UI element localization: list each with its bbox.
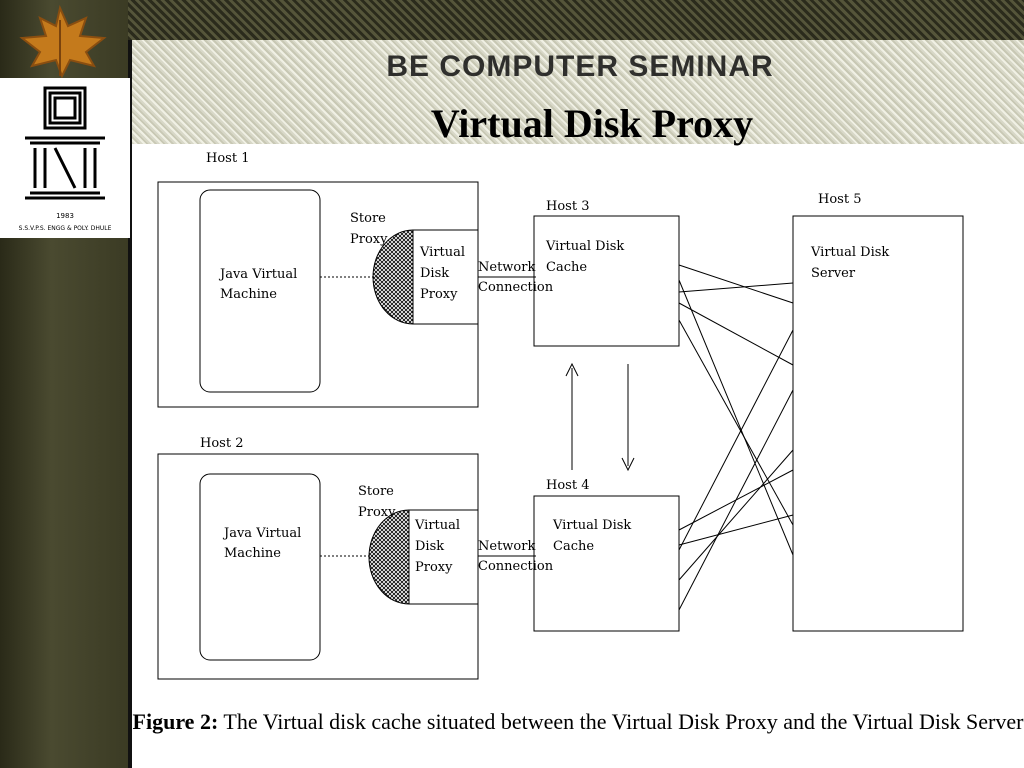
slide-title: Virtual Disk Proxy [430,101,754,146]
jvm-2-box [199,473,321,661]
store-proxy-2-shape [368,509,410,605]
host-4-label: Host 4 [546,478,589,493]
top-decorative-band [128,0,1024,40]
crossing-links [678,264,794,611]
network-1-line-1: Network [478,260,535,275]
figure-caption: Figure 2: The Virtual disk cache situate… [132,708,1024,736]
cache-2-line-2: Cache [553,539,594,554]
store-proxy-2-line-1: Store [358,484,394,499]
slide-canvas: BE COMPUTER SEMINAR Virtual Disk Proxy [128,40,1024,768]
arrow-down-head-icon [621,457,635,472]
logo-emblem: 1983 S.S.V.P.S. ENGG & POLY. DHULE [19,86,112,232]
network-1-line-2: Connection [478,280,554,295]
seminar-header: BE COMPUTER SEMINAR [386,50,774,83]
host-2-label: Host 2 [200,436,243,451]
host-1-label: Host 1 [206,151,249,166]
server-line-1: Virtual Disk [810,245,889,260]
cache-2-box [533,495,680,632]
vdp-1-line-2: Disk [420,266,449,281]
architecture-diagram: Host 1 Java Virtual Machine Store Proxy … [157,151,964,680]
jvm-2-line-1: Java Virtual [222,526,301,541]
cache-1-line-1: Virtual Disk [545,239,624,254]
store-proxy-1-line-2: Proxy [350,232,388,247]
host-3-label: Host 3 [546,199,589,214]
store-proxy-2-line-2: Proxy [358,505,396,520]
title-band [132,40,1024,144]
vdp-2-line-3: Proxy [415,560,453,575]
jvm-1-box [199,189,321,393]
store-proxy-1-shape [372,229,414,325]
figure-label: Figure 2: [132,709,219,734]
arrow-up-head-icon [565,362,579,377]
cache-2-line-1: Virtual Disk [552,518,631,533]
maple-leaf-icon [19,4,107,79]
vdp-2-box [408,509,479,605]
vdp-2-line-1: Virtual [414,518,460,533]
vdp-2-line-2: Disk [415,539,444,554]
server-line-2: Server [811,266,856,281]
caption-text: The Virtual disk cache situated between … [218,709,1024,734]
store-proxy-1-line-1: Store [350,211,386,226]
vdp-1-line-3: Proxy [420,287,458,302]
institution-logo: 1983 S.S.V.P.S. ENGG & POLY. DHULE [0,78,130,238]
vdp-1-line-1: Virtual [419,245,465,260]
server-box [792,215,964,632]
jvm-1-line-1: Java Virtual [218,267,297,282]
network-2-line-1: Network [478,539,535,554]
cache-1-box [533,215,680,347]
jvm-2-line-2: Machine [224,546,281,561]
jvm-1-line-2: Machine [220,287,277,302]
cache-1-line-2: Cache [546,260,587,275]
vdp-1-box [412,229,479,325]
network-2-line-2: Connection [478,559,554,574]
host-5-label: Host 5 [818,192,861,207]
logo-year: 1983 [56,212,74,220]
logo-institution: S.S.V.P.S. ENGG & POLY. DHULE [19,225,112,232]
